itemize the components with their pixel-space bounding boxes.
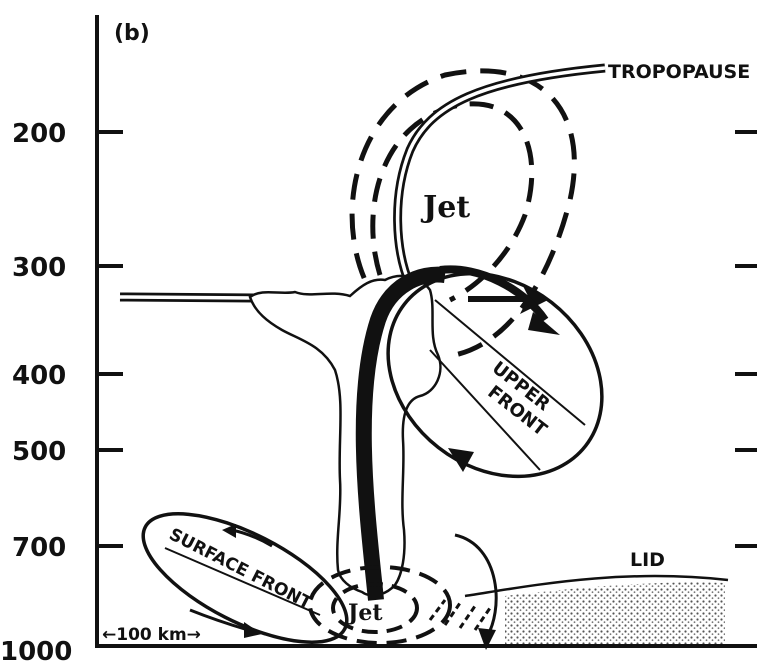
surface-front-arrowhead-bottom [244,622,262,638]
y-tick-label-400: 400 [12,361,66,391]
surface-front-label: SURFACE FRONT [166,525,315,614]
jet-label-lower: Jet [346,600,383,626]
tropopause-left-inner [120,297,255,298]
surface-front-arrowhead-top [222,524,236,538]
y-tick-label-700: 700 [12,533,66,563]
y-tick-label-200: 200 [12,119,66,149]
stippled-boundary-layer [505,582,725,644]
scale-label: ←100 km→ [102,625,201,645]
panel-label: (b) [114,21,150,46]
jet-label-upper: Jet [420,190,470,225]
tropopause-label: TROPOPAUSE [608,61,750,83]
y-tick-label-500: 500 [12,437,66,467]
low-jet-hatch-3 [460,606,475,628]
upper-front-arrow-bottom [448,448,474,472]
y-tick-label-1000: 1000 [0,637,72,662]
low-jet-hatch-4 [475,608,490,630]
low-jet-hatch-1 [430,600,445,620]
lid-label: LID [630,549,665,571]
y-tick-label-300: 300 [12,253,66,283]
